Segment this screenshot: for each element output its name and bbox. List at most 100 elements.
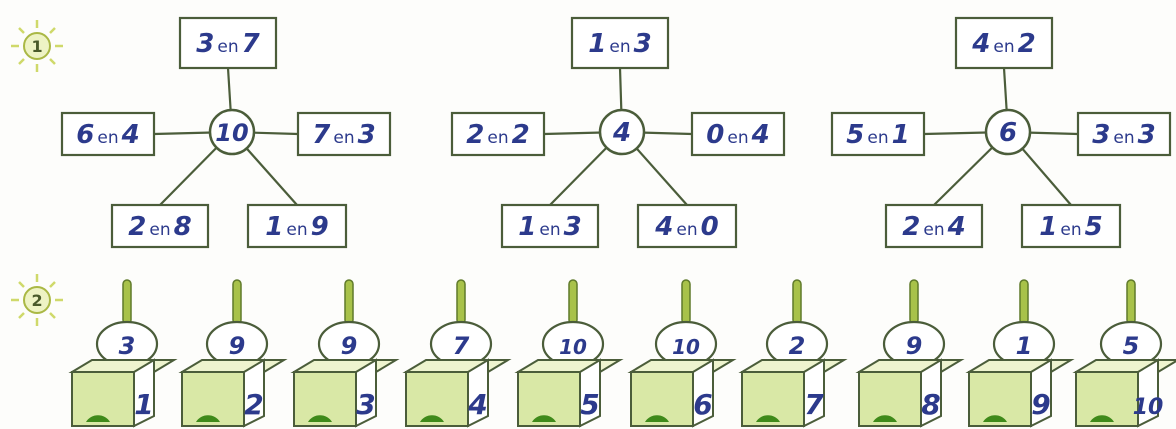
split-part-a: 1	[588, 29, 606, 59]
stick	[456, 279, 466, 325]
split-word: en	[1113, 128, 1134, 148]
center-number: 6	[999, 118, 1017, 148]
center-circle	[984, 108, 1032, 156]
cube-top	[402, 359, 512, 373]
split-part-a: 2	[128, 212, 146, 242]
split-part-b: 1	[892, 120, 910, 150]
stick	[909, 279, 919, 325]
cube-number: 10	[1133, 395, 1164, 420]
split-part-a: 5	[846, 120, 864, 150]
cube-top	[290, 359, 400, 373]
split-part-a: 2	[902, 212, 920, 242]
split-part-a: 4	[654, 212, 673, 242]
split-word: en	[487, 128, 508, 148]
cube-top	[68, 359, 178, 373]
cube-side	[920, 358, 942, 428]
cube-top	[178, 359, 288, 373]
split-part-a: 4	[971, 29, 990, 59]
split-part-b: 3	[1138, 120, 1156, 150]
answer-number: 9	[341, 332, 358, 360]
stick	[792, 279, 802, 325]
answer-number: 7	[453, 332, 470, 360]
split-word: en	[97, 128, 118, 148]
green-dot	[873, 415, 897, 422]
split-part-b: 3	[634, 29, 652, 59]
split-box-frame	[60, 111, 156, 157]
cube-side	[355, 358, 377, 428]
green-dot	[532, 415, 556, 422]
split-word: en	[993, 37, 1014, 57]
cube-number: 2	[244, 388, 263, 421]
split-part-a: 7	[312, 120, 331, 150]
green-dot	[420, 415, 444, 422]
cube-top	[855, 359, 965, 373]
cube-side	[579, 358, 601, 428]
split-part-b: 4	[947, 212, 966, 242]
stick	[1019, 279, 1029, 325]
split-word: en	[676, 220, 697, 240]
cube-number: 3	[356, 388, 375, 421]
stick	[1126, 279, 1136, 325]
split-part-a: 0	[706, 120, 724, 150]
pot-item-8: 98	[855, 279, 965, 428]
split-part-a: 3	[196, 29, 214, 59]
split-box-frame	[570, 16, 670, 70]
answer-number: 1	[1016, 332, 1033, 360]
split-box-frame	[110, 203, 210, 249]
cube-side	[467, 358, 489, 428]
stick	[232, 279, 242, 325]
center-number: 10	[215, 119, 248, 147]
pot-item-4: 74	[402, 279, 512, 428]
cube-top	[514, 359, 624, 373]
split-part-a: 1	[518, 212, 536, 242]
split-box-frame	[296, 111, 392, 157]
split-box-frame	[178, 16, 278, 70]
cube-side	[243, 358, 265, 428]
cube-side	[1137, 358, 1159, 428]
split-part-b: 2	[1018, 29, 1036, 59]
pot-item-7: 27	[738, 279, 848, 428]
cube-side	[803, 358, 825, 428]
split-box-frame	[884, 203, 984, 249]
split-box-frame	[1076, 111, 1172, 157]
stick	[568, 279, 578, 325]
green-dot	[1090, 415, 1114, 422]
split-word: en	[217, 37, 238, 57]
answer-number: 5	[1123, 332, 1140, 360]
pot-item-2: 92	[178, 279, 288, 428]
split-part-a: 2	[466, 120, 484, 150]
split-part-b: 2	[512, 120, 530, 150]
green-dot	[756, 415, 780, 422]
pot-item-10: 5 10	[1072, 279, 1176, 428]
exercise-2-number: 2	[31, 291, 42, 310]
split-box-frame	[1020, 203, 1122, 249]
cube-top	[738, 359, 848, 373]
answer-number: 9	[229, 332, 246, 360]
pot-item-9: 19	[965, 279, 1075, 428]
split-part-b: 3	[564, 212, 582, 242]
split-word: en	[609, 37, 630, 57]
split-word: en	[286, 220, 307, 240]
green-dot	[196, 415, 220, 422]
stick	[122, 279, 132, 325]
cube-side	[1030, 358, 1052, 428]
